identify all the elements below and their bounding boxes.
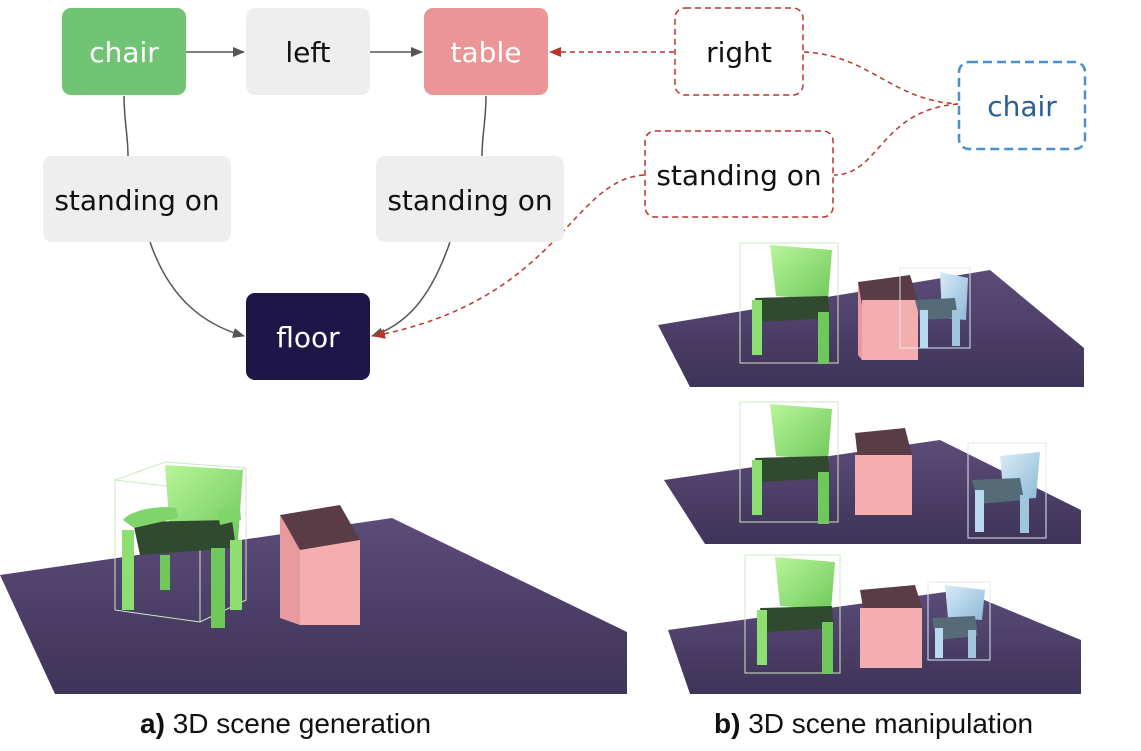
node-left-label: left [285,36,330,69]
edge-chair-standing [123,95,129,157]
node-floor-label: floor [276,321,340,354]
chair-mesh [122,465,243,628]
node-chair: chair [62,8,186,95]
table-mesh [280,505,360,625]
node-standing-on-table: standing on [376,156,564,242]
node-chair-new-label: chair [987,90,1057,123]
node-table: table [424,8,548,95]
caption-generation: a) 3D scene generation [140,708,431,740]
node-standing-on-chair-label: standing on [54,184,219,217]
node-chair-label: chair [89,36,159,69]
caption-b-text: 3D scene manipulation [748,708,1034,739]
node-standing-on-new-label: standing on [656,159,821,192]
edge-table-standing [481,95,487,157]
render-manipulation-1 [658,242,1084,387]
edge-standing-floor [149,241,245,338]
edge-standing-floor-new [373,174,645,339]
edge-standing-floor-2 [371,241,451,338]
node-chair-new: chair [957,60,1087,151]
node-standing-on-table-label: standing on [387,184,552,217]
node-table-label: table [451,36,522,69]
edge-chairnew-standing [833,103,959,176]
node-left: left [246,8,370,95]
caption-a-text: 3D scene generation [172,708,432,739]
node-standing-on-new: standing on [644,130,834,218]
render-generation [0,461,627,694]
edge-chairnew-right [803,51,959,105]
node-right-new-label: right [706,36,772,69]
node-right-new: right [674,7,804,96]
caption-b-letter: b) [714,708,741,739]
new-edges [373,47,959,339]
graph-nodes: chair left table standing on standing on… [43,7,1087,380]
node-floor: floor [246,293,370,380]
caption-a-letter: a) [140,708,165,739]
caption-manipulation: b) 3D scene manipulation [714,708,1033,740]
render-manipulation-3 [668,554,1081,694]
render-manipulation-2 [664,401,1081,544]
node-standing-on-chair: standing on [43,156,231,242]
